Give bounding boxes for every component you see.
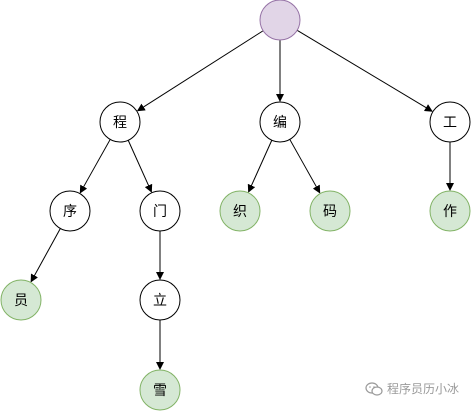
node-zhi: 织 bbox=[219, 190, 261, 232]
node-circle-zhi bbox=[219, 190, 261, 232]
node-bian: 编 bbox=[259, 101, 301, 143]
node-gong: 工 bbox=[429, 101, 471, 143]
node-circle-xue bbox=[139, 369, 181, 411]
node-xue: 雪 bbox=[139, 369, 181, 411]
node-label-xu: 序 bbox=[63, 204, 77, 220]
edge-bian-zhi bbox=[247, 140, 273, 193]
node-circle-gong bbox=[429, 101, 471, 143]
edge-xu-yuan bbox=[30, 228, 61, 283]
node-circle-zuo bbox=[429, 190, 471, 232]
node-ma: 码 bbox=[309, 190, 351, 232]
node-men: 门 bbox=[139, 190, 181, 232]
node-label-xue: 雪 bbox=[153, 383, 167, 399]
node-circle-xu bbox=[49, 190, 91, 232]
edge-cheng-men bbox=[127, 140, 153, 193]
node-li: 立 bbox=[139, 279, 181, 321]
node-label-zuo: 作 bbox=[443, 204, 457, 220]
watermark-text: 程序员历小冰 bbox=[386, 382, 459, 396]
node-circle-ma bbox=[309, 190, 351, 232]
node-label-gong: 工 bbox=[443, 115, 457, 131]
node-cheng: 程 bbox=[99, 101, 141, 143]
node-label-zhi: 织 bbox=[233, 204, 247, 220]
node-root bbox=[259, 0, 301, 41]
node-circle-cheng bbox=[99, 101, 141, 143]
node-circle-bian bbox=[259, 101, 301, 143]
node-label-bian: 编 bbox=[273, 115, 287, 131]
node-label-ma: 码 bbox=[323, 204, 337, 220]
node-zuo: 作 bbox=[429, 190, 471, 232]
node-yuan: 员 bbox=[0, 279, 42, 321]
node-label-cheng: 程 bbox=[113, 115, 127, 131]
watermark: 程序员历小冰 bbox=[365, 380, 459, 397]
node-circle-men bbox=[139, 190, 181, 232]
node-circle-root bbox=[259, 0, 301, 41]
node-label-li: 立 bbox=[153, 293, 167, 309]
node-circle-yuan bbox=[0, 279, 42, 321]
edge-root-cheng bbox=[136, 30, 264, 112]
node-label-yuan: 员 bbox=[14, 293, 28, 309]
wechat-icon bbox=[365, 381, 383, 396]
edge-cheng-xu bbox=[79, 139, 111, 194]
node-label-men: 门 bbox=[153, 204, 167, 220]
node-xu: 序 bbox=[49, 190, 91, 232]
edge-bian-ma bbox=[289, 139, 321, 194]
edge-root-gong bbox=[296, 29, 433, 112]
node-circle-li bbox=[139, 279, 181, 321]
